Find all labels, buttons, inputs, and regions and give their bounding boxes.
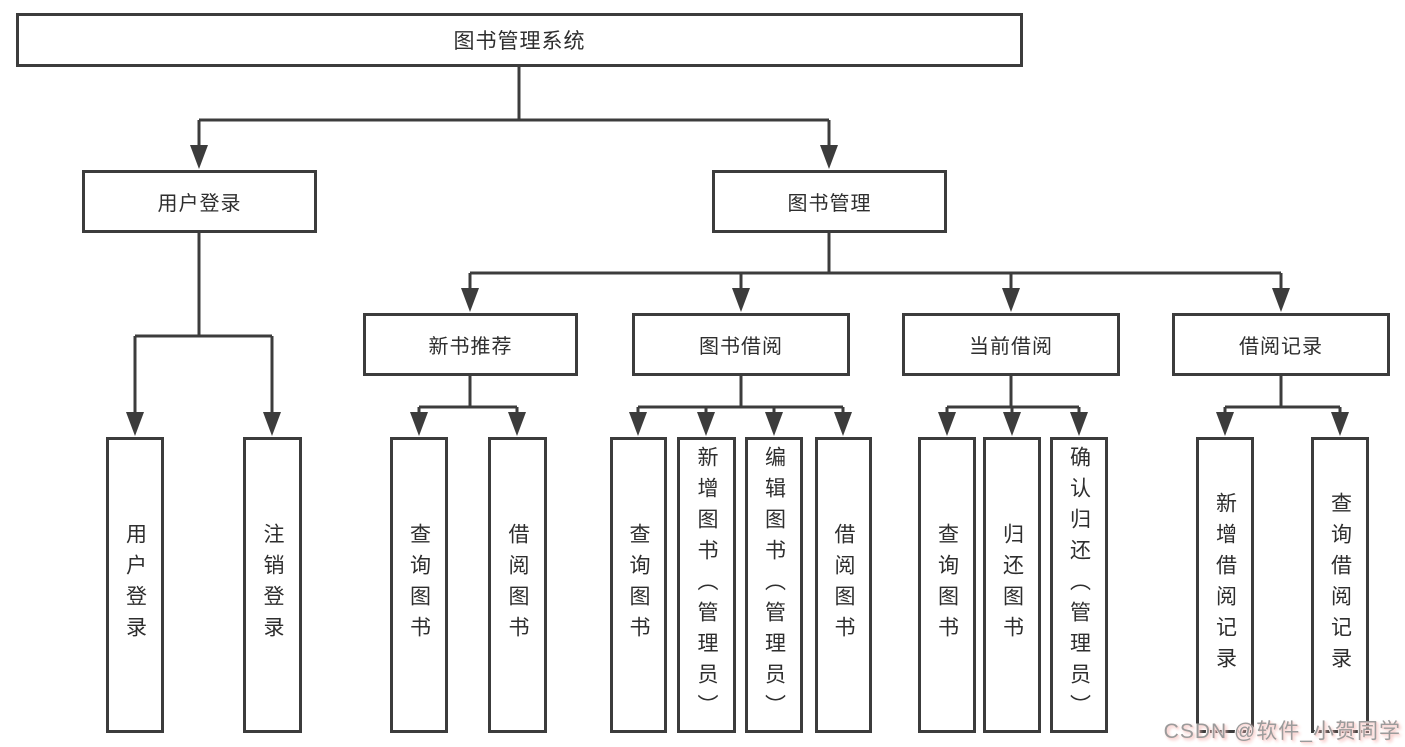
leaf-label: 编辑图书（管理员） [762,445,786,725]
connector-bookborrow-to-children [636,376,845,414]
node-book-borrowing: 图书借阅 [632,313,850,376]
connector-root-to-level2 [197,67,831,147]
node-return-books-leaf: 归还图书 [983,437,1041,733]
node-library-management-system: 图书管理系统 [16,13,1023,67]
leaf-label: 查询借阅记录 [1328,492,1352,678]
leaf-label: 查询图书 [627,523,650,647]
connector-newbookrec-to-children [417,376,519,414]
csdn-watermark: CSDN @软件_小贺同学 [1163,720,1401,743]
node-logout-leaf: 注销登录 [243,437,302,733]
connector-borrowrecord-to-children [1223,376,1342,414]
leaf-label: 借阅图书 [832,523,855,647]
leaf-label: 新增图书（管理员） [695,445,718,725]
node-user-login: 用户登录 [82,170,317,233]
connector-bookmgmt-to-level3 [468,233,1283,290]
node-book-management: 图书管理 [712,170,947,233]
connector-userlogin-to-children [133,233,274,414]
node-borrowing-records: 借阅记录 [1172,313,1390,376]
arrowheads [126,145,1349,436]
leaf-label: 新增借阅记录 [1213,492,1237,678]
node-query-borrow-record-leaf: 查询借阅记录 [1311,437,1369,733]
connector-currentborrow-to-children [945,376,1081,414]
node-query-books-leaf: 查询图书 [610,437,667,733]
node-current-borrowing: 当前借阅 [902,313,1120,376]
node-new-book-recommendation: 新书推荐 [363,313,578,376]
leaf-label: 借阅图书 [506,523,529,647]
node-borrow-books-leaf: 借阅图书 [815,437,872,733]
node-user-login-leaf: 用户登录 [106,437,164,733]
node-query-books-leaf: 查询图书 [918,437,976,733]
leaf-label: 归还图书 [1000,523,1024,647]
leaf-label: 注销登录 [261,523,284,647]
leaf-label: 确认归还（管理员） [1067,445,1091,725]
node-query-books-leaf: 查询图书 [390,437,448,733]
leaf-label: 用户登录 [123,523,147,647]
node-borrow-books-leaf: 借阅图书 [488,437,547,733]
leaf-label: 查询图书 [407,523,431,647]
node-confirm-return-admin-leaf: 确认归还（管理员） [1050,437,1108,733]
node-add-books-admin-leaf: 新增图书（管理员） [677,437,736,733]
node-add-borrow-record-leaf: 新增借阅记录 [1196,437,1254,733]
node-edit-books-admin-leaf: 编辑图书（管理员） [745,437,803,733]
leaf-label: 查询图书 [935,523,959,647]
